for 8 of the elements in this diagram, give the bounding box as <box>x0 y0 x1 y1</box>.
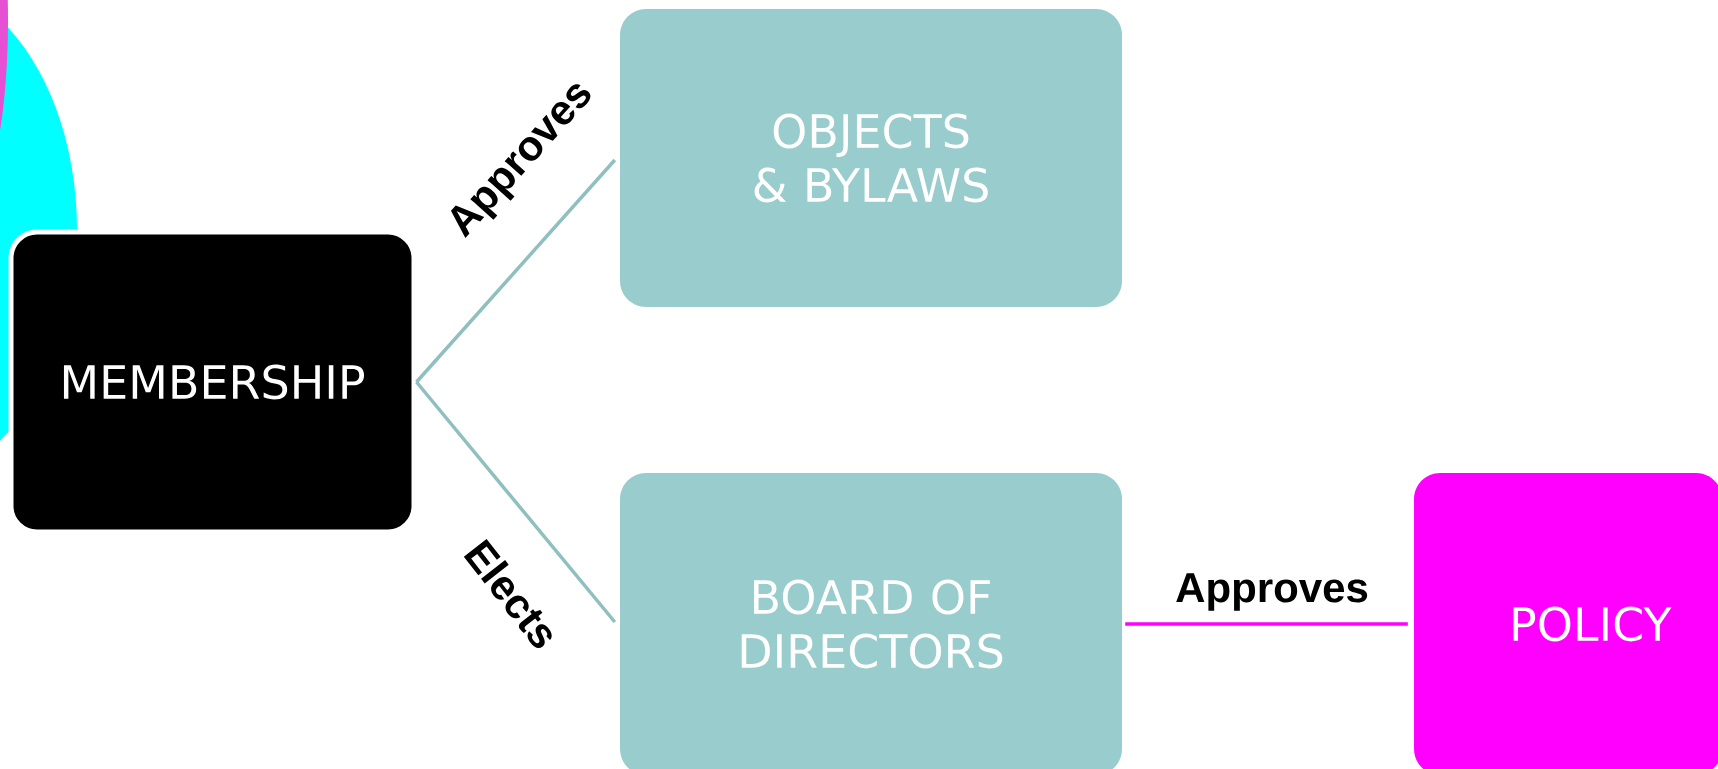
process-box: POLICY <box>1414 473 1718 769</box>
connector-line <box>415 380 617 624</box>
process-box: BOARD OF DIRECTORS <box>620 473 1122 769</box>
connector-line <box>1125 622 1408 626</box>
process-box: OBJECTS & BYLAWS <box>620 9 1122 307</box>
edge-label: Approves <box>1176 573 1368 611</box>
node-box: MEMBERSHIP <box>8 229 417 535</box>
connector-line <box>415 158 617 384</box>
